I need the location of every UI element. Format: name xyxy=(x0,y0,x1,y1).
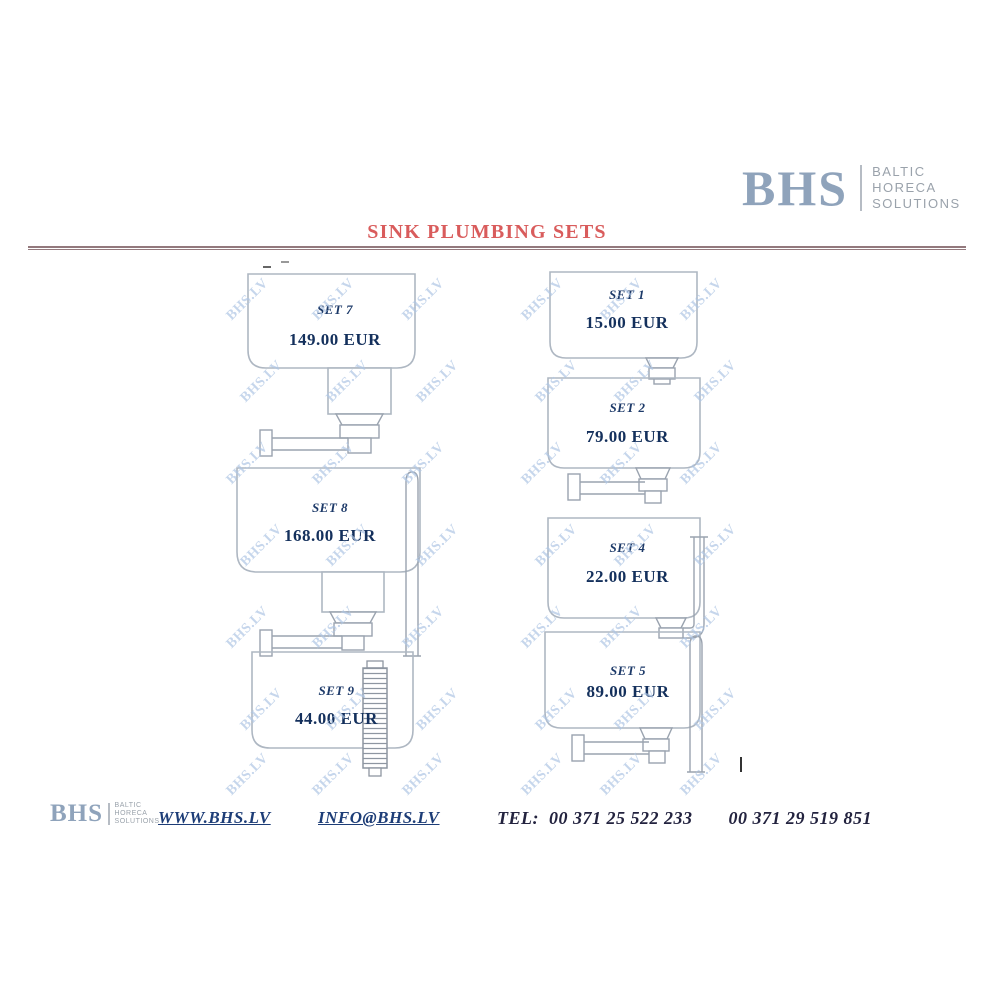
logo-subtitle-line: SOLUTIONS xyxy=(114,817,160,825)
sink-drawing-set-5 xyxy=(544,631,705,773)
price-label: 15.00 EUR xyxy=(585,313,669,332)
pipe-elbow xyxy=(259,429,273,457)
header-logo: BHS BALTIC HORECA SOLUTIONS xyxy=(742,163,961,213)
logo-subtitle: BALTIC HORECA SOLUTIONS xyxy=(872,164,961,212)
drain-tailpiece xyxy=(644,490,662,504)
drain-tailpiece xyxy=(653,378,671,385)
pipe-elbow xyxy=(567,473,581,501)
sink-drawing-set-7 xyxy=(247,273,416,457)
drain-housing xyxy=(327,367,392,415)
logo-subtitle-line: BALTIC xyxy=(114,801,142,809)
set-label: SET 9 xyxy=(318,683,355,698)
product-card-set-8: SET 8 168.00 EUR xyxy=(230,460,430,660)
email-link[interactable]: INFO@BHS.LV xyxy=(318,808,440,827)
logo-subtitle-line: HORECA xyxy=(872,180,937,195)
bowl-outline xyxy=(549,271,698,359)
overflow-pipe xyxy=(403,471,421,657)
price-label: 168.00 EUR xyxy=(284,526,376,545)
product-card-set-1: SET 1 15.00 EUR xyxy=(542,265,712,385)
bowl-outline xyxy=(247,273,416,369)
overflow-pipe xyxy=(687,635,705,773)
pipe-elbow xyxy=(571,734,585,762)
sink-drawing-set-9 xyxy=(251,651,414,777)
drain-flange xyxy=(634,467,672,480)
phone-number-2: 00 371 29 519 851 xyxy=(728,808,872,828)
price-label: 89.00 EUR xyxy=(586,682,670,701)
footer: BHS BALTIC HORECA SOLUTIONS WWW.BHS.LV I… xyxy=(0,798,1000,840)
page-title: SINK PLUMBING SETS xyxy=(367,221,607,243)
phone-number-1: 00 371 25 522 233 xyxy=(549,808,693,828)
sink-drawing-set-1 xyxy=(549,271,698,385)
set-label: SET 7 xyxy=(316,302,354,317)
product-card-set-4: SET 4 22.00 EUR xyxy=(540,510,715,640)
set-label: SET 4 xyxy=(609,540,646,555)
set-label: SET 5 xyxy=(609,663,647,678)
drain-housing xyxy=(321,571,385,613)
drain-nut xyxy=(658,627,684,639)
drain-nut xyxy=(333,622,373,637)
logo-separator xyxy=(108,802,110,825)
bowl-outline xyxy=(251,651,414,749)
logo-subtitle-line: SOLUTIONS xyxy=(872,196,961,211)
drain-flange xyxy=(328,611,378,624)
pipe-elbow xyxy=(259,629,273,657)
phone-text: TEL: 00 371 25 522 233 00 371 29 519 851 xyxy=(497,808,872,829)
drain-pipe xyxy=(272,635,342,649)
product-card-set-7: SET 7 149.00 EUR xyxy=(240,258,430,470)
logo-subtitle-line: BALTIC xyxy=(872,164,926,179)
pipe-cap xyxy=(366,660,384,669)
drain-nut xyxy=(638,478,668,492)
bowl-outline xyxy=(544,631,701,729)
bowl-outline xyxy=(547,377,701,469)
stray-dash-mark xyxy=(281,261,289,263)
corrugated-pipe xyxy=(362,667,388,769)
drain-nut xyxy=(339,424,380,439)
drain-pipe xyxy=(584,741,649,755)
drain-nut xyxy=(642,738,670,752)
drain-pipe xyxy=(272,437,348,451)
set-label: SET 8 xyxy=(311,500,349,515)
drain-tailpiece xyxy=(341,635,365,651)
sink-drawing-set-4 xyxy=(547,517,708,639)
text-cursor-mark xyxy=(740,757,742,772)
price-label: 149.00 EUR xyxy=(289,330,381,349)
drain-pipe xyxy=(580,481,645,495)
set-label: SET 2 xyxy=(609,400,646,415)
drain-flange xyxy=(644,357,680,369)
title-divider xyxy=(28,246,966,250)
bowl-outline xyxy=(236,467,421,573)
sink-drawing-set-8 xyxy=(236,467,421,657)
price-label: 44.00 EUR xyxy=(295,709,378,728)
drain-tailpiece xyxy=(347,437,372,454)
pipe-outlet xyxy=(368,767,382,777)
footer-logo: BHS BALTIC HORECA SOLUTIONS xyxy=(50,801,159,826)
tel-label: TEL: xyxy=(497,808,539,828)
product-card-set-9: SET 9 44.00 EUR xyxy=(244,645,429,780)
price-label: 79.00 EUR xyxy=(586,427,669,446)
logo-subtitle-line: HORECA xyxy=(114,809,148,817)
stray-dash-mark xyxy=(263,266,271,268)
product-card-set-2: SET 2 79.00 EUR xyxy=(540,370,715,510)
drain-tailpiece xyxy=(648,750,666,764)
logo-text: BHS xyxy=(50,800,104,827)
website-link[interactable]: WWW.BHS.LV xyxy=(158,808,271,827)
product-card-set-5: SET 5 89.00 EUR xyxy=(538,625,718,775)
drain-flange xyxy=(638,727,674,740)
logo-separator xyxy=(860,165,863,211)
sink-drawing-set-2 xyxy=(547,377,701,504)
drain-flange xyxy=(334,413,385,426)
set-label: SET 1 xyxy=(608,287,646,302)
price-label: 22.00 EUR xyxy=(586,567,669,586)
logo-subtitle: BALTIC HORECA SOLUTIONS xyxy=(115,802,160,826)
logo-text: BHS xyxy=(742,160,849,216)
